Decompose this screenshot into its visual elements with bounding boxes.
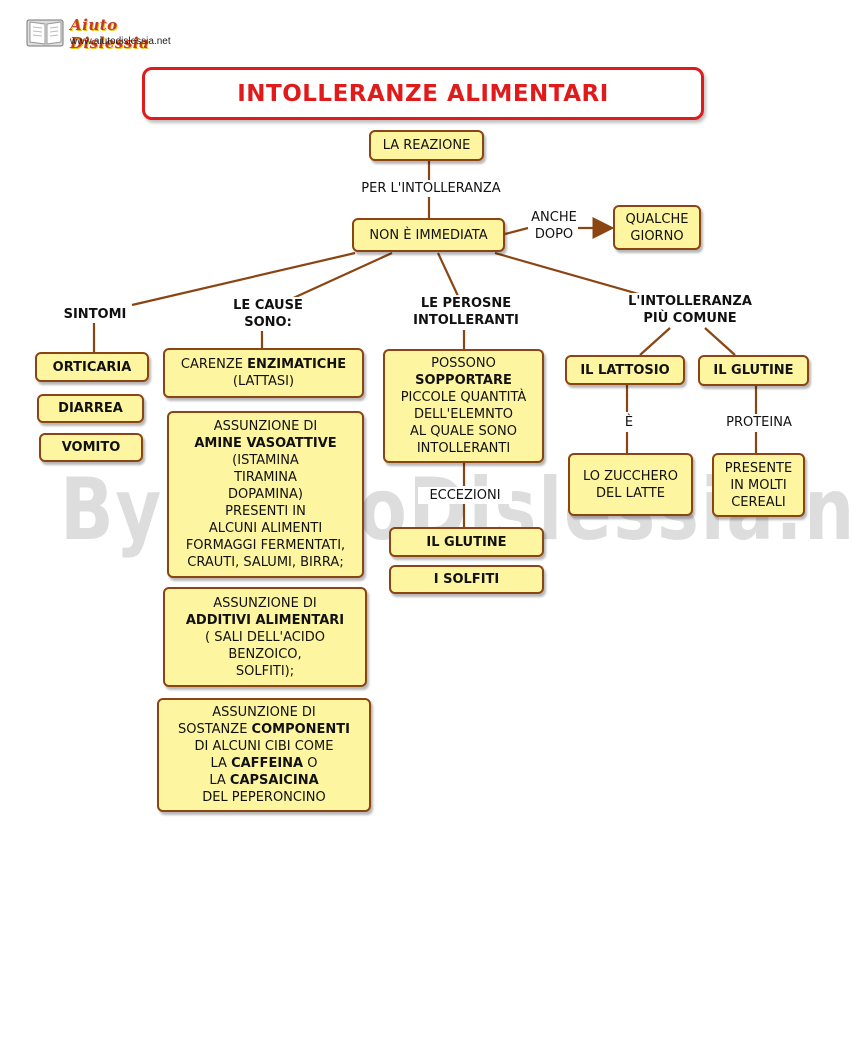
- node-label: NON È IMMEDIATA: [369, 227, 488, 243]
- node-text: O: [303, 756, 318, 771]
- node-zucchero-latte: LO ZUCCHERO DEL LATTE: [568, 453, 693, 516]
- node-lattosio: IL LATTOSIO: [565, 355, 685, 385]
- node-additivi-alimentari: ASSUNZIONE DI ADDITIVI ALIMENTARI ( SALI…: [163, 587, 367, 687]
- node-line: CARENZE ENZIMATICHE: [181, 356, 346, 373]
- node-line: ADDITIVI ALIMENTARI: [185, 612, 345, 628]
- node-text: LA: [210, 756, 232, 771]
- node-line: LA CAPSAICINA: [209, 772, 318, 789]
- link-label-line: ANCHE: [531, 210, 577, 225]
- node-line: ( SALI DELL'ACIDO: [205, 629, 325, 645]
- node-label: DIARREA: [58, 401, 123, 416]
- heading-sintomi: SINTOMI: [52, 306, 138, 323]
- node-line: SOPPORTARE: [415, 373, 512, 388]
- page-title: INTOLLERANZE ALIMENTARI: [142, 67, 704, 120]
- node-line: FORMAGGI FERMENTATI,: [185, 538, 346, 553]
- logo-url: www.aiutodislessia.net: [70, 36, 171, 47]
- heading-line: LE CAUSE: [233, 298, 303, 313]
- node-line: LA CAFFEINA O: [211, 755, 318, 772]
- node-text: LA: [209, 773, 230, 788]
- node-text-bold: CAPSAICINA: [229, 773, 319, 788]
- link-label-proteina: PROTEINA: [712, 414, 806, 431]
- node-eccezione-solfiti: I SOLFITI: [389, 565, 544, 594]
- heading-line: SONO:: [244, 315, 292, 330]
- node-text: CARENZE: [180, 357, 248, 372]
- node-line: AMINE VASOATTIVE: [194, 436, 337, 451]
- node-line: DEL PEPERONCINO: [202, 790, 326, 805]
- node-line: ALCUNI ALIMENTI: [208, 521, 323, 536]
- node-carenze-enzimatiche: CARENZE ENZIMATICHE (LATTASI): [163, 348, 364, 398]
- node-label: LA REAZIONE: [382, 138, 471, 153]
- node-possono-sopportare: POSSONO SOPPORTARE PICCOLE QUANTITÀ DELL…: [383, 349, 544, 463]
- node-line: LO ZUCCHERO: [583, 468, 678, 484]
- node-label: I SOLFITI: [433, 572, 500, 587]
- heading-cause: LE CAUSE SONO:: [220, 297, 316, 331]
- node-line: GIORNO: [630, 228, 684, 244]
- node-text-bold: ENZIMATICHE: [247, 357, 347, 372]
- node-line: ASSUNZIONE DI: [213, 595, 317, 611]
- node-line: DEL LATTE: [596, 485, 665, 501]
- node-line: AL QUALE SONO: [410, 424, 517, 439]
- node-sostanze-componenti: ASSUNZIONE DI SOSTANZE COMPONENTI DI ALC…: [157, 698, 371, 812]
- node-label: IL GLUTINE: [713, 363, 794, 378]
- link-label-anche-dopo: ANCHE DOPO: [524, 209, 584, 243]
- node-label: VOMITO: [61, 440, 121, 455]
- heading-line: L'INTOLLERANZA: [628, 294, 752, 309]
- node-line: CEREALI: [731, 494, 786, 510]
- node-line: DI ALCUNI CIBI COME: [194, 739, 334, 754]
- node-line: IN MOLTI: [730, 477, 787, 493]
- heading-persone: LE PEROSNE INTOLLERANTI: [397, 295, 535, 329]
- logo-title: Aiuto Dislessia: [70, 16, 150, 52]
- node-line: (LATTASI): [232, 374, 295, 389]
- node-line: POSSONO: [431, 356, 496, 371]
- node-line: DELL'ELEMNTO: [413, 407, 514, 422]
- node-text-bold: CAFFEINA: [231, 756, 304, 771]
- node-line: DOPAMINA): [228, 487, 303, 502]
- node-la-reazione: LA REAZIONE: [369, 130, 484, 161]
- link-label-e: È: [612, 414, 646, 431]
- heading-comune: L'INTOLLERANZA PIÙ COMUNE: [612, 293, 768, 327]
- node-line: PRESENTE: [724, 460, 793, 476]
- node-line: SOLFITI);: [235, 663, 295, 679]
- node-non-immediata: NON È IMMEDIATA: [352, 218, 505, 252]
- heading-line: PIÙ COMUNE: [643, 311, 737, 326]
- node-line: BENZOICO,: [228, 646, 302, 662]
- node-line: (ISTAMINA: [232, 453, 299, 468]
- node-glutine: IL GLUTINE: [698, 355, 809, 386]
- node-line: QUALCHE: [625, 211, 689, 227]
- node-label: IL GLUTINE: [426, 534, 507, 550]
- node-vomito: VOMITO: [39, 433, 143, 462]
- link-label-eccezioni: ECCEZIONI: [418, 487, 512, 504]
- node-line: CRAUTI, SALUMI, BIRRA;: [187, 555, 344, 570]
- link-label-line: DOPO: [534, 227, 574, 242]
- node-orticaria: ORTICARIA: [35, 352, 149, 382]
- node-diarrea: DIARREA: [37, 394, 144, 423]
- node-line: ASSUNZIONE DI: [213, 419, 318, 434]
- node-line: SOSTANZE COMPONENTI: [178, 721, 350, 738]
- node-line: PICCOLE QUANTITÀ: [400, 390, 527, 405]
- node-line: ASSUNZIONE DI: [212, 705, 316, 720]
- node-label: ORTICARIA: [52, 359, 132, 375]
- site-logo[interactable]: Aiuto Dislessia www.aiutodislessia.net: [26, 14, 186, 54]
- node-line: INTOLLERANTI: [416, 441, 511, 456]
- node-label: IL LATTOSIO: [580, 362, 670, 378]
- node-line: PRESENTI IN: [225, 504, 306, 519]
- link-label-per-intolleranza: PER L'INTOLLERANZA: [349, 180, 513, 197]
- node-eccezione-glutine: IL GLUTINE: [389, 527, 544, 557]
- node-amine-vasoattive: ASSUNZIONE DI AMINE VASOATTIVE (ISTAMINA…: [167, 411, 364, 578]
- node-presente-cereali: PRESENTE IN MOLTI CEREALI: [712, 453, 805, 517]
- node-text: SOSTANZE: [178, 722, 252, 737]
- node-text-bold: COMPONENTI: [251, 722, 350, 737]
- heading-line: INTOLLERANTI: [413, 313, 519, 328]
- node-qualche-giorno: QUALCHE GIORNO: [613, 205, 701, 250]
- node-line: TIRAMINA: [234, 470, 297, 485]
- book-icon: [26, 19, 64, 47]
- heading-line: LE PEROSNE: [420, 296, 512, 311]
